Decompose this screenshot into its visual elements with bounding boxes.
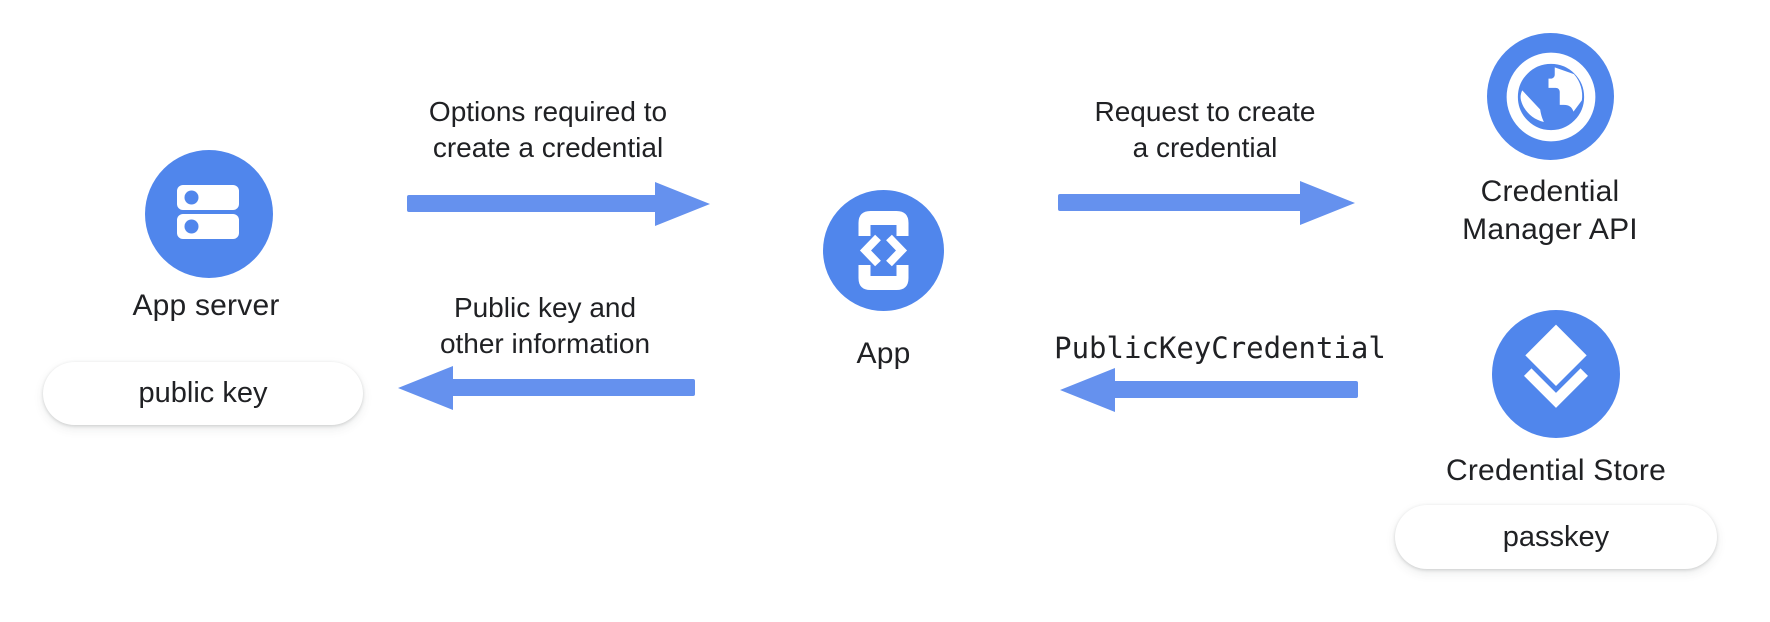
phone-code-icon bbox=[858, 211, 909, 290]
arrowhead-left-icon bbox=[1060, 368, 1115, 412]
app-label: App bbox=[856, 337, 911, 370]
passkey-badge: passkey bbox=[1395, 505, 1717, 569]
layers-icon bbox=[1524, 324, 1588, 408]
options-arrow-label: Options required to create a credential bbox=[428, 96, 668, 163]
public-key-badge: public key bbox=[43, 362, 363, 425]
arrow-shaft bbox=[1058, 194, 1307, 211]
app-server-label: App server bbox=[132, 289, 280, 322]
passkey-badge-text: passkey bbox=[1502, 520, 1610, 553]
server-icon bbox=[177, 185, 239, 239]
public-key-credential-arrow-label: PublicKeyCredential bbox=[1054, 331, 1386, 365]
public-key-info-arrow bbox=[398, 366, 695, 410]
credential-store-node bbox=[1492, 310, 1620, 438]
arrow-shaft bbox=[1108, 381, 1358, 398]
app-server-node bbox=[145, 150, 273, 278]
options-arrow bbox=[407, 182, 710, 226]
arrow-shaft bbox=[446, 379, 695, 396]
public-key-info-arrow-label: Public key and other information bbox=[439, 292, 651, 359]
arrowhead-left-icon bbox=[398, 366, 453, 410]
public-key-credential-arrow bbox=[1060, 368, 1358, 412]
arrowhead-right-icon bbox=[655, 182, 710, 226]
credential-store-label: Credential Store bbox=[1446, 454, 1666, 487]
public-key-badge-text: public key bbox=[138, 377, 268, 409]
arrow-shaft bbox=[407, 195, 662, 212]
credential-manager-api-label: Credential Manager API bbox=[1462, 175, 1638, 246]
arrowhead-right-icon bbox=[1300, 181, 1355, 225]
app-node bbox=[823, 190, 944, 311]
request-arrow bbox=[1058, 181, 1355, 225]
globe-icon bbox=[1506, 52, 1595, 141]
credential-manager-api-node bbox=[1487, 33, 1614, 160]
request-arrow-label: Request to create a credential bbox=[1094, 96, 1316, 163]
